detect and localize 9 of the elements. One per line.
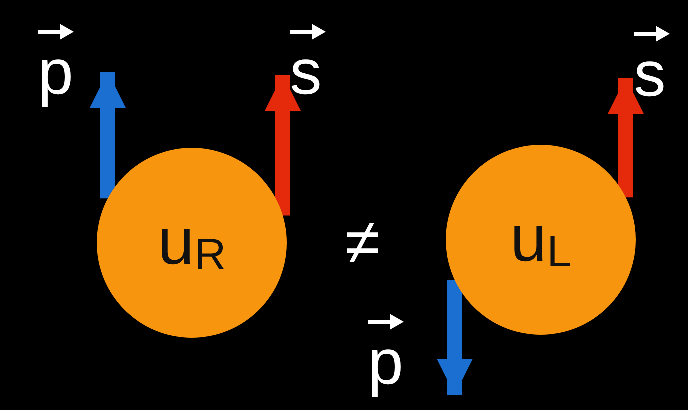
arrow xyxy=(437,280,473,395)
arrow xyxy=(608,78,644,198)
arrow xyxy=(265,75,301,216)
arrow xyxy=(90,72,126,199)
vector-label: s xyxy=(290,40,322,104)
particle-label: u$_{L}$ xyxy=(510,205,572,275)
vector-label: s xyxy=(634,42,666,106)
not-equal-sign: ≠ xyxy=(345,210,380,274)
particle-label: u$_{R}$ xyxy=(158,208,226,278)
